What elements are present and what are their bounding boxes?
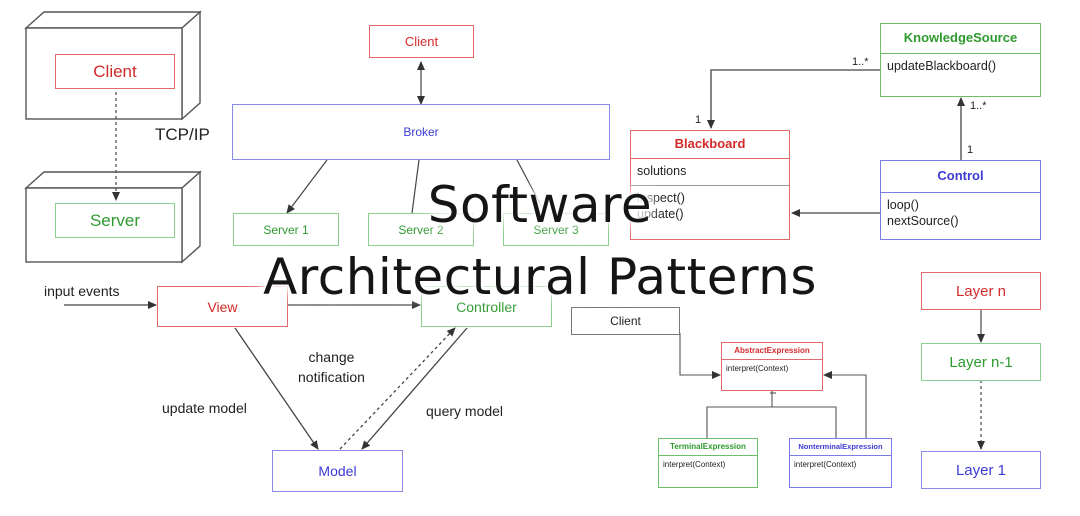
abstract-expression-name: AbstractExpression: [722, 343, 822, 360]
terminal-expression-method: interpret(Context): [663, 460, 726, 469]
blackboard-method-2: update(): [637, 207, 684, 221]
terminal-expression-name: TerminalExpression: [659, 439, 757, 456]
knowledge-source-method: updateBlackboard(): [887, 59, 997, 73]
interpreter-client-label: Client: [610, 314, 641, 328]
control-method-2: nextSource(): [887, 214, 959, 228]
broker-client-label: Client: [404, 34, 439, 49]
server-node: Server: [55, 203, 175, 238]
control-methods: loop() nextSource(): [881, 193, 1040, 233]
abstract-expression-class: AbstractExpression interpret(Context): [721, 342, 823, 391]
controller-box: Controller: [421, 286, 552, 327]
mult-ks-ctrl: 1..*: [970, 100, 987, 112]
input-events-label: input events: [44, 283, 120, 299]
terminal-expression-class: TerminalExpression interpret(Context): [658, 438, 758, 488]
blackboard-method-1: inspect(): [637, 191, 685, 205]
tcp-ip-label: TCP/IP: [155, 125, 210, 144]
change-notification-label: change notification: [298, 347, 365, 387]
layer-n-1-label: Layer n-1: [949, 353, 1013, 371]
model-box: Model: [272, 450, 403, 492]
control-name: Control: [881, 161, 1040, 193]
server-node-label: Server: [89, 210, 141, 230]
nonterminal-expression-method: interpret(Context): [794, 460, 857, 469]
change-notification-line-2: notification: [298, 369, 365, 385]
title-line-2: Architectural Patterns: [263, 248, 817, 306]
model-label: Model: [318, 463, 357, 479]
nonterminal-expression-name: NonterminalExpression: [790, 439, 891, 456]
interpreter-client: Client: [571, 307, 680, 335]
client-node-label: Client: [93, 61, 137, 81]
server-2: Server 2: [368, 213, 474, 246]
blackboard-pattern-lines: [707, 69, 965, 217]
server-3: Server 3: [503, 213, 609, 246]
nonterminal-expression-class: NonterminalExpression interpret(Context): [789, 438, 892, 488]
layer-n: Layer n: [921, 272, 1041, 310]
server-1-label: Server 1: [263, 222, 309, 237]
blackboard-class: Blackboard solutions inspect() update(): [630, 130, 790, 240]
mult-ctrl: 1: [967, 144, 974, 156]
mult-bb: 1: [695, 114, 702, 126]
client-node: Client: [55, 54, 175, 89]
blackboard-attr: solutions: [631, 159, 789, 186]
view-box: View: [157, 286, 288, 327]
controller-label: Controller: [456, 298, 517, 315]
view-label: View: [207, 298, 238, 315]
knowledge-source-class: KnowledgeSource updateBlackboard(): [880, 23, 1041, 97]
broker-client: Client: [369, 25, 474, 58]
knowledge-source-name: KnowledgeSource: [881, 24, 1040, 54]
mult-ks-bb: 1..*: [852, 56, 869, 68]
mvc-pattern-lines: [64, 301, 468, 450]
interpreter-pattern-lines: [679, 333, 867, 438]
update-model-label: update model: [162, 400, 247, 416]
server-1: Server 1: [233, 213, 339, 246]
control-method-1: loop(): [887, 198, 919, 212]
broker-box: Broker: [232, 104, 610, 160]
server-3-label: Server 3: [533, 222, 579, 237]
layer-1: Layer 1: [921, 451, 1041, 489]
query-model-label: query model: [426, 403, 504, 419]
broker-label: Broker: [403, 125, 439, 139]
blackboard-name: Blackboard: [631, 131, 789, 159]
server-2-label: Server 2: [398, 222, 444, 237]
change-notification-line-1: change: [308, 349, 355, 365]
layer-n-1: Layer n-1: [921, 343, 1041, 381]
layer-n-label: Layer n: [955, 282, 1007, 300]
layer-1-label: Layer 1: [955, 461, 1007, 479]
control-class: Control loop() nextSource(): [880, 160, 1041, 240]
abstract-expression-method: interpret(Context): [726, 364, 789, 373]
title-line-1: Software: [427, 176, 653, 234]
blackboard-methods: inspect() update(): [631, 186, 789, 226]
